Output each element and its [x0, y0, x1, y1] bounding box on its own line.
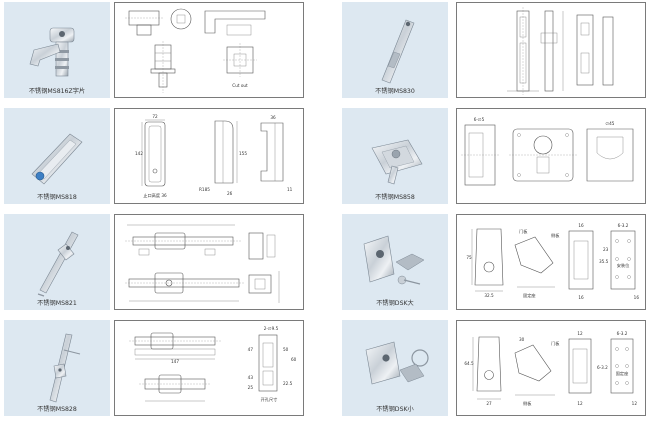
label-door-panel: 门板 [519, 228, 528, 235]
technical-drawing-ms821[interactable] [114, 214, 304, 310]
label-fixed-seat: 固定座 [523, 292, 536, 299]
label-16-bottom: 16 [578, 295, 584, 300]
label-64-5: 64.5 [464, 361, 474, 366]
product-row-dsk-small: 不锈钢DSK小 64.5 27 30 门板 侧板 12 12 6-3.2 6-3… [342, 320, 646, 416]
toggle-latch-image [363, 235, 425, 285]
label-install-position: 安装位 [617, 262, 630, 269]
label-r185: R185 [199, 187, 210, 192]
label-16-right: 16 [634, 295, 640, 300]
label-12-bottom: 12 [577, 401, 583, 406]
label-6-3-2: 6-3.2 [618, 223, 629, 228]
caption-ms858: 不锈钢MS858 [375, 194, 415, 201]
label-16-top: 16 [578, 223, 584, 228]
drawing-ms828-svg: 147 2-∅9.5 47 50 60 43 22.5 25 开孔尺寸 [129, 326, 297, 403]
product-row-dsk-large: 不锈钢DSK大 75 32.5 门板 侧板 固定座 16 16 35.5 6-3… [342, 214, 646, 310]
drawing-ms816-svg: Cut out [125, 8, 266, 93]
label-cut-out: Cut out [232, 83, 248, 88]
toggle-latch-small-image [365, 341, 429, 385]
rod-lock-image [37, 231, 79, 297]
caption-ms821: 不锈钢MS821 [37, 300, 77, 307]
technical-drawing-ms828[interactable]: 147 2-∅9.5 47 50 60 43 22.5 25 开孔尺寸 [114, 320, 304, 416]
label-11: 11 [287, 187, 293, 192]
label-hole-diameter: 2-∅9.5 [264, 326, 279, 331]
caption-dsk-large: 不锈钢DSK大 [376, 300, 414, 307]
label-32-5: 32.5 [484, 293, 494, 298]
label-cutout-size: 开孔尺寸 [261, 396, 278, 403]
drawing-ms858-svg: 6-∅5 ∅45 [461, 117, 634, 186]
label-142: 142 [135, 151, 143, 156]
swing-handle-image [49, 333, 81, 403]
label-26: 26 [227, 191, 233, 196]
label-6-3-2-small: 6-3.2 [617, 331, 628, 336]
product-photo-ms821[interactable]: 不锈钢MS821 [4, 214, 110, 310]
product-photo-ms818[interactable]: 不锈钢MS818 [4, 108, 110, 204]
product-row-ms828: 不锈钢MS828 147 2-∅9.5 47 50 60 43 22.5 25 … [4, 320, 304, 416]
caption-ms830: 不锈钢MS830 [375, 88, 415, 95]
paddle-lock-image [371, 139, 423, 185]
label-22-5: 22.5 [283, 381, 293, 386]
drawing-ms830-svg [507, 7, 614, 95]
product-row-ms816: 不锈钢MS816Z字片 Cut out [4, 2, 304, 98]
technical-drawing-dsk-small[interactable]: 64.5 27 30 门板 侧板 12 12 6-3.2 6-3.2 固定座 1… [456, 320, 646, 416]
caption-ms816: 不锈钢MS816Z字片 [28, 88, 86, 95]
label-47: 47 [248, 347, 254, 352]
label-12-top: 12 [577, 331, 583, 336]
label-75: 75 [466, 255, 472, 260]
label-fixed-seat-small: 侧板 [523, 400, 532, 407]
label-side-panel: 侧板 [551, 232, 560, 239]
caption-ms828: 不锈钢MS828 [37, 406, 77, 413]
plunger-lock-image [381, 19, 415, 84]
drawing-ms818-svg: 72 142 止口高度 36 155 R185 26 36 11 [135, 114, 293, 199]
drawing-dsk-large-svg: 75 32.5 门板 侧板 固定座 16 16 35.5 6-3.2 安装位 1… [466, 223, 640, 300]
label-23: 23 [603, 247, 609, 252]
product-row-ms818: 不锈钢MS818 72 142 止口高度 36 155 R185 26 36 1… [4, 108, 304, 204]
label-25: 25 [248, 385, 254, 390]
label-diameter-45: ∅45 [606, 121, 615, 126]
label-door-panel-small: 30 [519, 337, 525, 342]
label-side-panel-small: 门板 [551, 340, 560, 347]
label-install-position-small: 固定座 [616, 370, 629, 377]
handle-lock-image [31, 133, 83, 185]
label-60: 60 [291, 357, 297, 362]
product-photo-ms816[interactable]: 不锈钢MS816Z字片 [4, 2, 110, 98]
drawing-dsk-small-svg: 64.5 27 30 门板 侧板 12 12 6-3.2 6-3.2 固定座 1… [464, 331, 638, 407]
product-row-ms858: 不锈钢MS858 6-∅5 ∅45 [342, 108, 646, 204]
caption-dsk-small: 不锈钢DSK小 [376, 406, 414, 413]
product-row-ms821: 不锈钢MS821 [4, 214, 304, 310]
label-stop-height: 止口高度 36 [143, 192, 167, 199]
technical-drawing-ms816[interactable]: Cut out [114, 2, 304, 98]
label-72: 72 [152, 114, 158, 119]
product-photo-dsk-large[interactable]: 不锈钢DSK大 [342, 214, 448, 310]
label-155: 155 [239, 151, 247, 156]
technical-drawing-ms830[interactable] [456, 2, 646, 98]
product-photo-ms858[interactable]: 不锈钢MS858 [342, 108, 448, 204]
technical-drawing-dsk-large[interactable]: 75 32.5 门板 侧板 固定座 16 16 35.5 6-3.2 安装位 1… [456, 214, 646, 310]
cam-lock-image [29, 27, 75, 77]
label-50: 50 [283, 347, 289, 352]
label-43: 43 [248, 375, 254, 380]
drawing-ms821-svg [125, 224, 280, 303]
product-photo-ms830[interactable]: 不锈钢MS830 [342, 2, 448, 98]
product-photo-ms828[interactable]: 不锈钢MS828 [4, 320, 110, 416]
label-6-hole: 6-∅5 [474, 117, 485, 122]
technical-drawing-ms818[interactable]: 72 142 止口高度 36 155 R185 26 36 11 [114, 108, 304, 204]
label-30: 6-3.2 [597, 365, 608, 370]
label-27: 27 [486, 401, 492, 406]
label-35-5: 35.5 [599, 259, 609, 264]
caption-ms818: 不锈钢MS818 [37, 194, 77, 201]
product-photo-dsk-small[interactable]: 不锈钢DSK小 [342, 320, 448, 416]
technical-drawing-ms858[interactable]: 6-∅5 ∅45 [456, 108, 646, 204]
product-row-ms830: 不锈钢MS830 [342, 2, 646, 98]
label-36: 36 [270, 115, 276, 120]
label-12-right: 12 [632, 401, 638, 406]
label-147: 147 [171, 359, 179, 364]
